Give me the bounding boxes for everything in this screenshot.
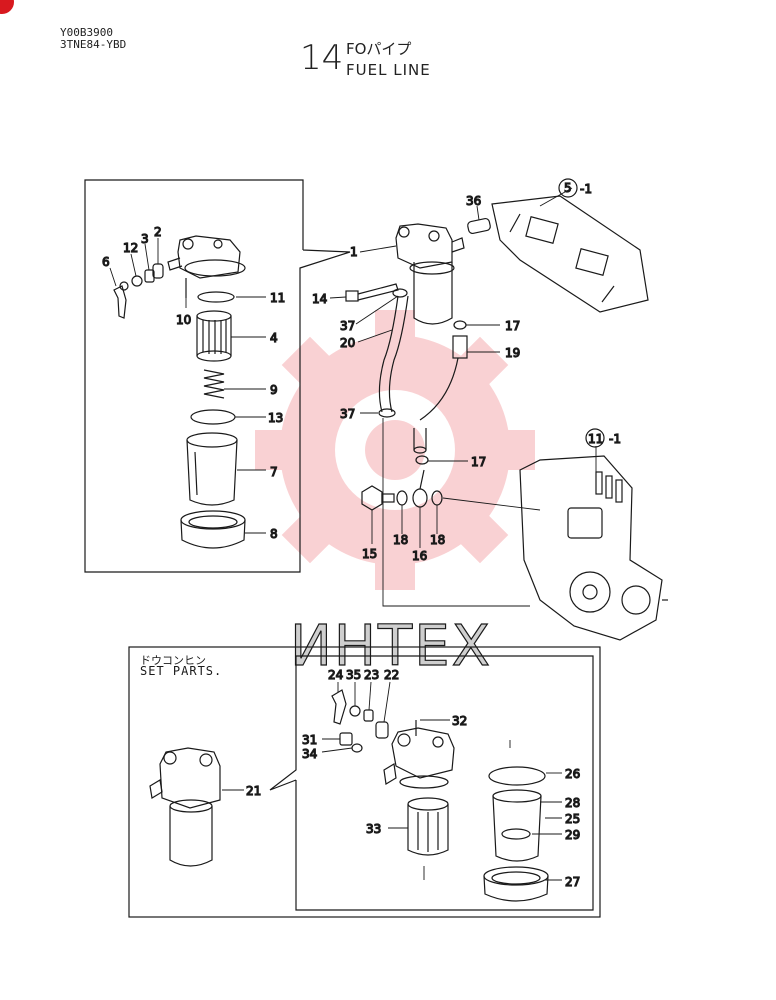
injection-pump-link (442, 497, 541, 511)
o-ring-35-part (349, 705, 361, 717)
callout-7: 7 (270, 465, 278, 479)
callout-11-ref-circle: 11 (588, 432, 603, 446)
gasket-26-part (488, 766, 546, 786)
o-ring-13-part (190, 409, 236, 425)
callout-16: 16 (412, 549, 427, 563)
callout-23: 23 (364, 668, 379, 682)
return-line-route (382, 418, 530, 607)
callout-29: 29 (565, 828, 580, 842)
callout-34: 34 (302, 747, 317, 761)
set-parts-frame (128, 646, 601, 918)
complete-filter-21-part (149, 747, 221, 867)
section-title-jp: FOパイプ (346, 40, 412, 58)
injection-pump-part (519, 455, 668, 641)
hollow-bolt-14-part (345, 283, 399, 302)
nipple-22-part (375, 721, 389, 739)
callout-37-top: 37 (340, 319, 355, 333)
joint-bolt-15-part (361, 485, 395, 511)
callout-36: 36 (466, 194, 481, 208)
callout-2: 2 (154, 225, 162, 239)
plug-31-part (339, 732, 353, 746)
clip-37-lower-part (378, 408, 396, 418)
callout-26: 26 (565, 767, 580, 781)
callout-37-lower: 37 (340, 407, 355, 421)
callout-22: 22 (384, 668, 399, 682)
callout-14: 14 (312, 292, 327, 306)
spring-9-part (203, 369, 225, 399)
bowl-25-part (492, 789, 542, 862)
callout-11: 11 (270, 291, 285, 305)
set-parts-label-jp: ドウコンヒン (140, 654, 206, 667)
callout-13: 13 (268, 411, 283, 425)
callout-8: 8 (270, 527, 278, 541)
callout-33: 33 (366, 822, 381, 836)
main-leader-lines (329, 187, 597, 548)
o-ring-11-part (197, 291, 235, 303)
fuel-filter-assembly-part (395, 223, 465, 325)
engine-model: 3TNE84-YBD (60, 38, 127, 51)
callout-19: 19 (505, 346, 520, 360)
callout-35: 35 (346, 668, 361, 682)
set-parts-inner-frame (269, 655, 594, 911)
clip-17-lower-part (415, 455, 429, 465)
ref-circle-11 (585, 428, 605, 448)
clip-17-top-part (453, 320, 467, 330)
callout-20: 20 (340, 336, 355, 350)
callout-11-ref: -1 (609, 432, 621, 446)
document-code: Y00B3900 (60, 26, 113, 39)
element-33-part (407, 797, 449, 856)
pipe-stub-part (413, 428, 427, 454)
section-number: 14 (300, 38, 344, 78)
callout-15: 15 (362, 547, 377, 561)
washer-34-part (351, 743, 363, 753)
filter-cup-7-part (186, 432, 238, 506)
callout-21: 21 (246, 784, 261, 798)
callout-12: 12 (123, 241, 138, 255)
lever-24-part (331, 689, 347, 725)
callout-5-ref: -1 (580, 182, 592, 196)
callout-6: 6 (102, 255, 110, 269)
callout-3: 3 (141, 232, 149, 246)
callout-17-top: 17 (505, 319, 520, 333)
callout-1: 1 (350, 245, 358, 259)
fuel-cock-lever-part (113, 281, 129, 319)
filter-head-set-part (383, 727, 455, 789)
filter-element-4-part (196, 310, 232, 362)
callout-31: 31 (302, 733, 317, 747)
callout-18-right: 18 (430, 533, 445, 547)
detail-frame-top (84, 179, 351, 573)
detail-leader-lines (109, 238, 266, 534)
cylinder-head-part (491, 195, 649, 313)
set-parts-label-en: SET PARTS. (140, 664, 223, 678)
callout-17-lower: 17 (471, 455, 486, 469)
callout-10: 10 (176, 313, 191, 327)
ref-circle-5 (558, 178, 578, 198)
plug-3-part (144, 269, 155, 283)
clip-37-top-part (392, 288, 408, 298)
sleeve-36-part (467, 217, 491, 235)
callout-9: 9 (270, 383, 278, 397)
callout-18-left: 18 (393, 533, 408, 547)
callout-24: 24 (328, 668, 343, 682)
callout-4: 4 (270, 331, 278, 345)
filter-head-part (167, 235, 246, 279)
callout-5: 5 (564, 181, 572, 195)
callout-32: 32 (452, 714, 467, 728)
washer-12-part (131, 275, 143, 287)
ring-27-part (483, 866, 549, 902)
retaining-ring-8-part (180, 510, 246, 549)
hose-19-part (419, 335, 468, 421)
callout-25: 25 (565, 812, 580, 826)
plug-23-part (363, 709, 374, 722)
fuel-hose-20-part (378, 295, 409, 413)
section-title-en: FUEL LINE (346, 61, 431, 79)
callout-28: 28 (565, 796, 580, 810)
callout-27: 27 (565, 875, 580, 889)
